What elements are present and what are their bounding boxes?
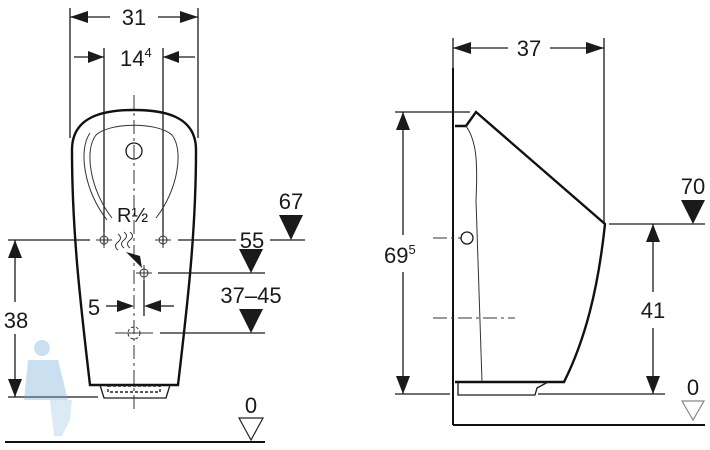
inlet-connection	[460, 231, 474, 245]
level-marker-icon	[279, 215, 303, 240]
thread-label: R½	[117, 205, 148, 227]
level-marker-icon	[239, 249, 263, 273]
level-outlet-range: 37–45	[220, 283, 281, 308]
level-marker-icon	[681, 200, 705, 224]
dim-width-inner: 144	[120, 45, 152, 71]
dim-depth: 37	[517, 36, 541, 61]
dim-offset: 5	[88, 295, 100, 320]
dim-height-rim: 41	[641, 298, 665, 323]
arrow-icon	[163, 51, 179, 63]
dim-height-inlet: 38	[4, 308, 28, 333]
arrow-icon	[646, 376, 660, 394]
water-inlet-icon	[136, 265, 152, 281]
arrow-icon	[8, 240, 22, 258]
arrow-icon	[144, 300, 161, 312]
front-view: 31 144 R½ 67	[4, 5, 305, 443]
level-top: 67	[279, 189, 303, 214]
level-inlet: 55	[240, 228, 264, 253]
arrow-icon	[586, 42, 604, 54]
fixing-point-icon	[155, 232, 171, 248]
drain-outlet-icon	[115, 326, 153, 340]
side-view: 37 695 70 41 0	[384, 36, 706, 426]
floor-level-front: 0	[245, 393, 257, 418]
dim-width-total: 31	[122, 5, 146, 30]
level-rim: 70	[681, 174, 705, 199]
dim-height-total: 695	[384, 242, 416, 268]
water-flow-icon	[115, 231, 142, 268]
level-marker-icon	[239, 309, 263, 333]
arrow-icon	[396, 376, 410, 394]
fixing-point-icon	[96, 232, 112, 248]
arrow-icon	[8, 379, 22, 397]
arrow-icon	[117, 300, 134, 312]
floor-marker-icon	[680, 400, 706, 422]
arrow-icon	[646, 224, 660, 242]
arrow-icon	[180, 11, 198, 23]
floor-marker-icon	[237, 417, 265, 442]
plumber-figure-icon	[24, 340, 72, 436]
floor-level-side: 0	[687, 375, 699, 400]
arrow-icon	[70, 11, 88, 23]
arrow-icon	[453, 42, 471, 54]
arrow-icon	[396, 112, 410, 130]
arrow-icon	[88, 51, 104, 63]
